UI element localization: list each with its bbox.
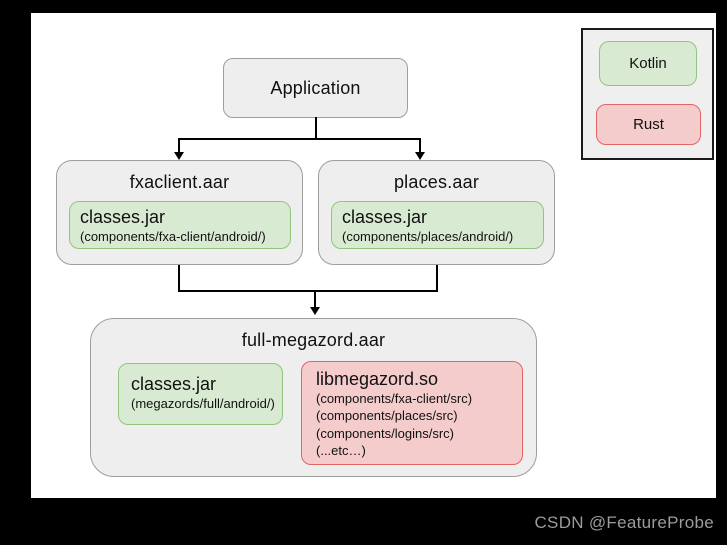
megazord-classes-jar-path: (megazords/full/android/) [131, 395, 275, 411]
libmegazord-so-path: (components/logins/src) [316, 425, 454, 441]
connector-app-right-drop [419, 138, 421, 153]
legend: Kotlin Rust [581, 28, 714, 160]
libmegazord-so-chip: libmegazord.so (components/fxa-client/sr… [301, 361, 523, 465]
watermark: CSDN @FeatureProbe [534, 513, 714, 532]
fxaclient-classes-jar-name: classes.jar [80, 207, 166, 227]
libmegazord-so-path: (components/fxa-client/src) [316, 390, 473, 406]
libmegazord-so-path: (...etc…) [316, 443, 366, 459]
fxaclient-aar-node: fxaclient.aar classes.jar (components/fx… [56, 160, 303, 265]
full-megazord-aar-node: full-megazord.aar classes.jar (megazords… [90, 318, 537, 477]
arrowhead-places [415, 152, 425, 160]
libmegazord-so-path: (components/places/src) [316, 408, 458, 424]
places-aar-node: places.aar classes.jar (components/place… [318, 160, 555, 265]
connector-app-left-drop [178, 138, 180, 153]
connector-app-horizontal [178, 138, 421, 140]
megazord-classes-jar-chip: classes.jar (megazords/full/android/) [118, 363, 283, 425]
connector-merge-stem [314, 290, 316, 309]
megazord-classes-jar-name: classes.jar [131, 374, 217, 394]
legend-kotlin-chip: Kotlin [599, 41, 697, 86]
arrowhead-fxaclient [174, 152, 184, 160]
diagram-canvas: Application fxaclient.aar classes.jar (c… [31, 13, 716, 498]
places-aar-title: places.aar [393, 172, 480, 192]
fxaclient-classes-jar-path: (components/fxa-client/android/) [80, 228, 266, 244]
connector-places-down [436, 265, 438, 292]
connector-fxa-down [178, 265, 180, 292]
full-megazord-aar-title: full-megazord.aar [241, 330, 386, 350]
libmegazord-so-name: libmegazord.so [316, 369, 439, 389]
application-node: Application [223, 58, 408, 118]
fxaclient-classes-jar-chip: classes.jar (components/fxa-client/andro… [69, 201, 291, 249]
places-classes-jar-name: classes.jar [342, 207, 428, 227]
connector-app-stem [315, 117, 317, 139]
places-classes-jar-chip: classes.jar (components/places/android/) [331, 201, 544, 249]
legend-rust-chip: Rust [596, 104, 701, 145]
connector-merge-horizontal [178, 290, 438, 292]
places-classes-jar-path: (components/places/android/) [342, 228, 514, 244]
fxaclient-aar-title: fxaclient.aar [129, 172, 230, 192]
arrowhead-megazord [310, 307, 320, 315]
